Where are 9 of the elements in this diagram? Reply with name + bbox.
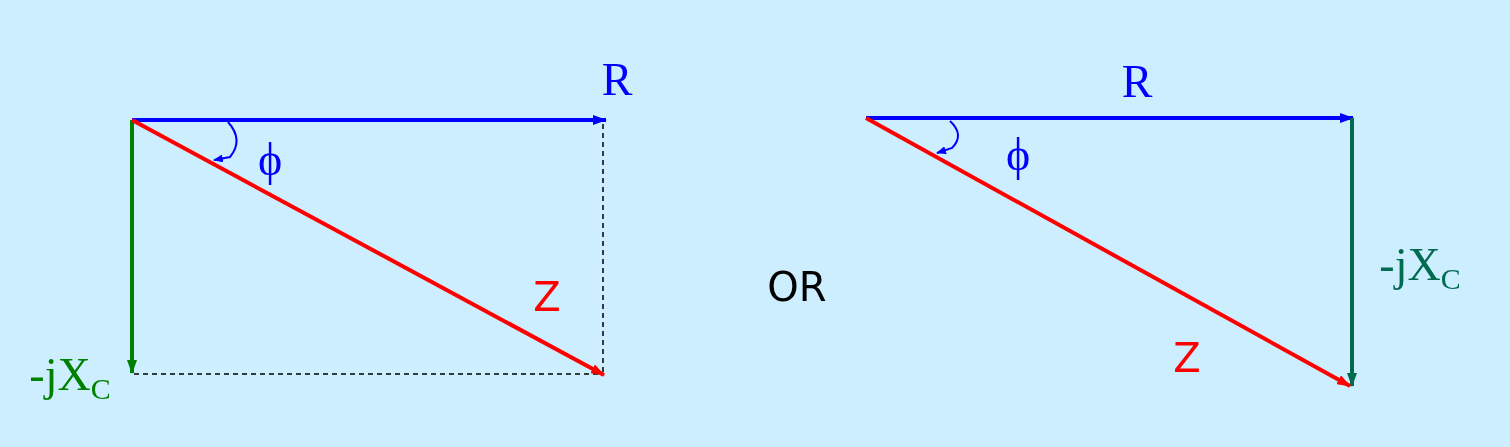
vector-label: R	[601, 57, 633, 103]
vector-label: Z	[533, 277, 561, 317]
vector-label: R	[1121, 59, 1153, 105]
angle-label: ϕ	[1005, 132, 1031, 178]
vector-label: Z	[1173, 338, 1201, 378]
separator-text: OR	[767, 267, 827, 307]
vector-label: -jX$_{C}$	[1379, 242, 1461, 294]
vector-label: -jX$_{C}$	[29, 352, 111, 404]
angle-label: ϕ	[257, 137, 283, 183]
